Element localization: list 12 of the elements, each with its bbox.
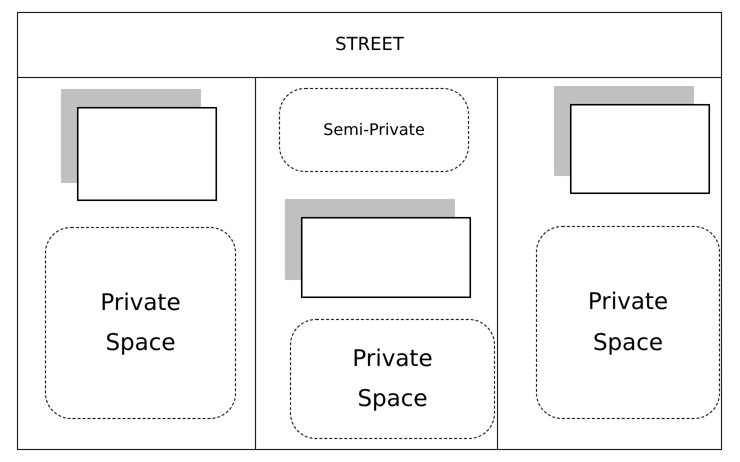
zone-label: Semi-Private	[322, 119, 426, 141]
building-drawing	[285, 199, 471, 298]
space-zone	[279, 88, 469, 172]
space-zone	[290, 319, 495, 439]
zone-label: Private Space	[586, 288, 670, 358]
building-drawing	[554, 86, 710, 194]
space-zone	[536, 226, 720, 419]
building-drawing	[61, 89, 217, 201]
zone-label: Private Space	[351, 344, 434, 414]
street-label: STREET	[335, 33, 404, 58]
space-zone	[45, 227, 236, 419]
zone-label: Private Space	[99, 288, 182, 358]
